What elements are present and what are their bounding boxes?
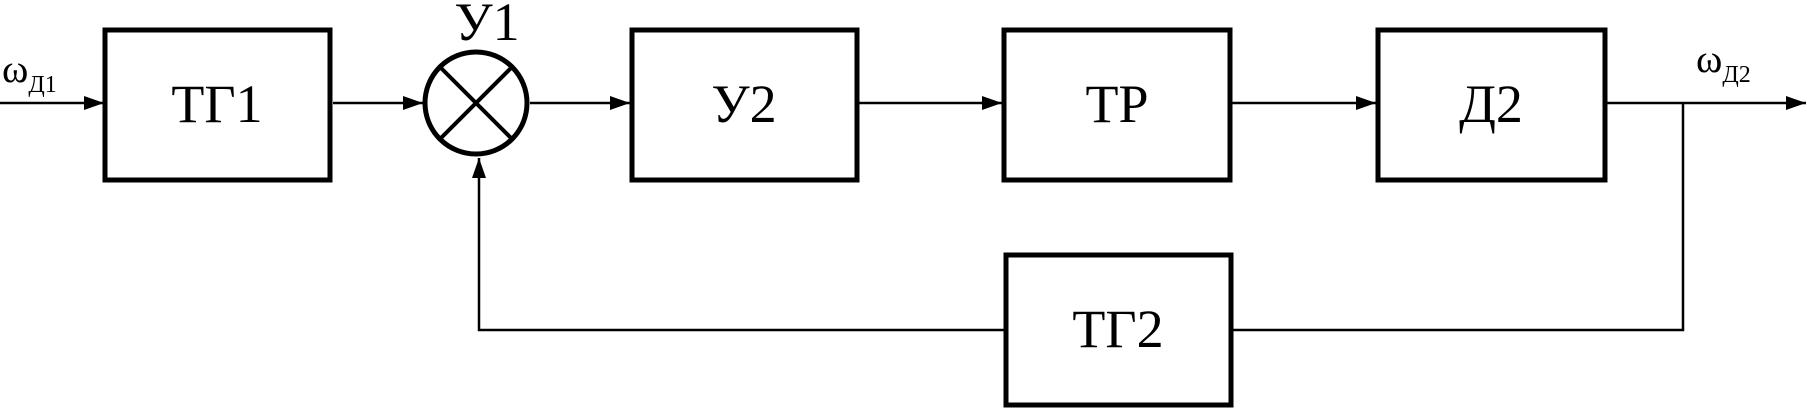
input-signal-symbol: ω xyxy=(2,46,28,91)
block-tg1-label: ТГ1 xyxy=(171,74,262,134)
feedback-line-right xyxy=(1231,103,1685,332)
feedback-arrow-to-sum xyxy=(472,158,1006,332)
block-u2: У2 xyxy=(629,27,860,183)
summing-junction-label: У1 xyxy=(454,0,519,52)
block-d2: Д2 xyxy=(1375,27,1608,183)
output-signal-subscript: Д2 xyxy=(1722,62,1750,88)
output-signal-label: ωД2 xyxy=(1696,36,1751,88)
input-signal-subscript: Д1 xyxy=(28,72,56,98)
block-tg2-label: ТГ2 xyxy=(1072,299,1163,359)
block-tr-label: ТР xyxy=(1085,74,1148,134)
output-signal-symbol: ω xyxy=(1696,36,1722,81)
block-d2-label: Д2 xyxy=(1459,74,1523,134)
block-tr: ТР xyxy=(1001,27,1233,183)
input-signal-label: ωД1 xyxy=(2,46,57,98)
block-tg2: ТГ2 xyxy=(1003,252,1234,408)
summing-junction xyxy=(422,49,530,157)
block-u2-label: У2 xyxy=(711,74,776,134)
block-tg1: ТГ1 xyxy=(102,27,333,183)
